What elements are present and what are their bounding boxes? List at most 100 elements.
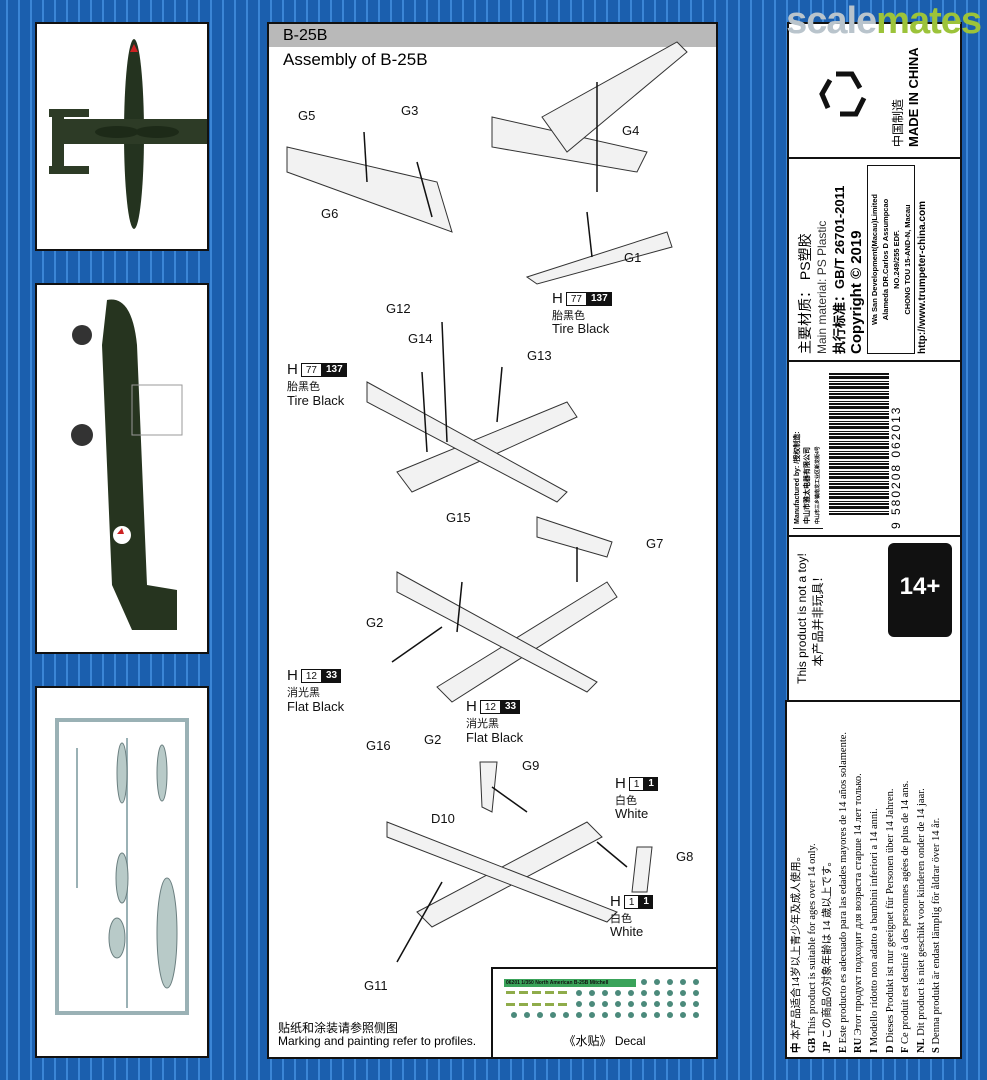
step2-fuselage bbox=[396, 401, 578, 493]
paint-name-cn: 白色 bbox=[610, 913, 632, 925]
warning-line: E Este producto es adecuado para las eda… bbox=[836, 706, 852, 1053]
paint-prefix: H bbox=[466, 698, 477, 715]
material-info-text: 主要材质： PS塑胶 Main material: PS Plastic 执行标… bbox=[789, 159, 960, 360]
marking-note-cn: 贴纸和涂装请参照侧图 bbox=[278, 1021, 399, 1035]
part-label: G16 bbox=[366, 738, 391, 753]
paint-code-number: 1 bbox=[639, 894, 653, 909]
warning-line: I Modello ridotto non adatto a bambini i… bbox=[867, 706, 883, 1053]
warning-text: 本产品适合14岁以上青少年及成人使用。 bbox=[791, 850, 802, 1040]
part-label: D10 bbox=[431, 811, 455, 826]
paint-code-number: 33 bbox=[500, 699, 521, 714]
part-label: G14 bbox=[408, 331, 433, 346]
decal-label: 《水贴》 Decal bbox=[563, 1034, 646, 1048]
age-rating: 14+ bbox=[899, 573, 941, 600]
paint-name-cn: 胎黑色 bbox=[287, 381, 320, 393]
paint-code-number: 137 bbox=[321, 362, 347, 377]
part-label: G15 bbox=[446, 510, 471, 525]
part-label: G5 bbox=[298, 108, 316, 123]
manufacturer-line: Manufactured by: /授权制造: bbox=[794, 431, 801, 524]
part-label: G6 bbox=[321, 206, 339, 221]
model-title: B-25B bbox=[283, 27, 328, 44]
part-label: G4 bbox=[622, 123, 640, 138]
step3-fuselage bbox=[436, 581, 618, 703]
step1-wing-left bbox=[286, 146, 453, 233]
part-label: G11 bbox=[364, 978, 388, 993]
flag-badge: NL bbox=[915, 1038, 927, 1053]
sprue-view bbox=[35, 686, 209, 1058]
flag-badge: 中 bbox=[791, 1042, 802, 1054]
manufacturer-line: 中山市雅太电器有限公司 bbox=[804, 447, 811, 524]
assembly-arrows bbox=[363, 82, 628, 963]
warning-line: NL Dit product is niet geschikt voor kin… bbox=[914, 706, 930, 1053]
part-label: G9 bbox=[522, 758, 540, 773]
barcode-text: Manufactured by: /授权制造:中山市雅太电器有限公司中山市三乡镇… bbox=[789, 362, 960, 535]
paint-name-en: Flat Black bbox=[466, 730, 524, 745]
address-line: NO.249/255 EDF. bbox=[892, 230, 901, 289]
step3-wing bbox=[396, 571, 598, 693]
profile-side-view bbox=[35, 283, 209, 654]
flag-badge: I bbox=[868, 1048, 880, 1053]
paint-prefix: H bbox=[615, 775, 626, 792]
website-link[interactable]: http://www.trumpeter-china.com bbox=[917, 201, 928, 354]
step1-fuselage bbox=[541, 41, 688, 153]
material-cn: 主要材质： PS塑胶 bbox=[797, 233, 813, 354]
b25-side-view-drawing bbox=[71, 299, 183, 630]
warning-text: Dit product is niet geschikt voor kinder… bbox=[915, 788, 927, 1036]
standard: 执行标准：GB/T 26701-2011 bbox=[832, 185, 847, 354]
paint-code-number: 137 bbox=[586, 291, 612, 306]
warning-text: Denna produkt är endast lämplig för åldr… bbox=[931, 817, 943, 1045]
paint-name-en: White bbox=[610, 924, 644, 939]
age-warning-section: 14+ This product is not a toy! 本产品并非玩具！ bbox=[787, 535, 962, 702]
part-label: G13 bbox=[527, 348, 552, 363]
paint-number: 12 bbox=[300, 668, 322, 683]
part-label: G3 bbox=[401, 103, 419, 118]
paint-name-cn: 消光黑 bbox=[287, 687, 320, 699]
paint-name-cn: 消光黑 bbox=[466, 718, 499, 730]
multilingual-warnings: 中 本产品适合14岁以上青少年及成人使用。 GB This product is… bbox=[785, 700, 962, 1059]
address-line: Alameda DR.Carlos D Assumpcao bbox=[881, 198, 890, 321]
flag-badge: S bbox=[931, 1047, 943, 1053]
paint-prefix: H bbox=[287, 667, 298, 684]
barcode-section: Manufactured by: /授权制造:中山市雅太电器有限公司中山市三乡镇… bbox=[787, 360, 962, 537]
warning-text: Ce produit est destiné à des personnes a… bbox=[900, 780, 912, 1044]
paint-code-number: 33 bbox=[321, 668, 342, 683]
paint-name-en: Tire Black bbox=[287, 393, 345, 408]
paint-number: 77 bbox=[565, 291, 587, 306]
paint-number: 1 bbox=[623, 894, 640, 909]
step4-wing bbox=[386, 821, 618, 923]
step4-fin-g8 bbox=[631, 846, 653, 893]
warning-text: この商品の対象年齢は 14 歳以上です。 bbox=[822, 856, 834, 1039]
flag-badge: RU bbox=[853, 1037, 865, 1053]
warning-line: JP この商品の対象年齢は 14 歳以上です。 bbox=[820, 706, 836, 1053]
paint-name-en: Flat Black bbox=[287, 699, 345, 714]
paint-code-number: 1 bbox=[644, 776, 658, 791]
part-label: G2 bbox=[366, 615, 384, 630]
warning-line: 中 本产品适合14岁以上青少年及成人使用。 bbox=[789, 706, 805, 1053]
paint-number: 77 bbox=[300, 362, 322, 377]
step1-bottom bbox=[525, 231, 673, 285]
warning-line: GB This product is suitable for ages ove… bbox=[805, 706, 821, 1053]
part-label: G12 bbox=[386, 301, 411, 316]
part-label: G1 bbox=[624, 250, 642, 265]
warning-line: RU Этот продукт подходит для возраста ст… bbox=[851, 706, 867, 1053]
b25-top-view-drawing bbox=[49, 39, 217, 229]
watermark-part2: mates bbox=[876, 0, 982, 42]
age-14-plus-icon: 14+ bbox=[888, 543, 952, 637]
part-label: G7 bbox=[646, 536, 664, 551]
decal-sheet-title: 06201 1/350 North American B-25B Mitchel… bbox=[504, 979, 636, 987]
warning-line: S Denna produkt är endast lämplig för ål… bbox=[929, 706, 945, 1053]
barcode-number: 9 580208 062013 bbox=[889, 405, 903, 529]
flag-badge: E bbox=[837, 1045, 849, 1053]
decal-markings bbox=[506, 979, 699, 1018]
watermark-part1: scale bbox=[786, 0, 877, 42]
marking-note-en: Marking and painting refer to profiles. bbox=[278, 1034, 477, 1048]
flag-badge: GB bbox=[806, 1037, 818, 1053]
assembly-diagrams bbox=[286, 41, 688, 963]
step4-fin-g9 bbox=[479, 761, 498, 813]
